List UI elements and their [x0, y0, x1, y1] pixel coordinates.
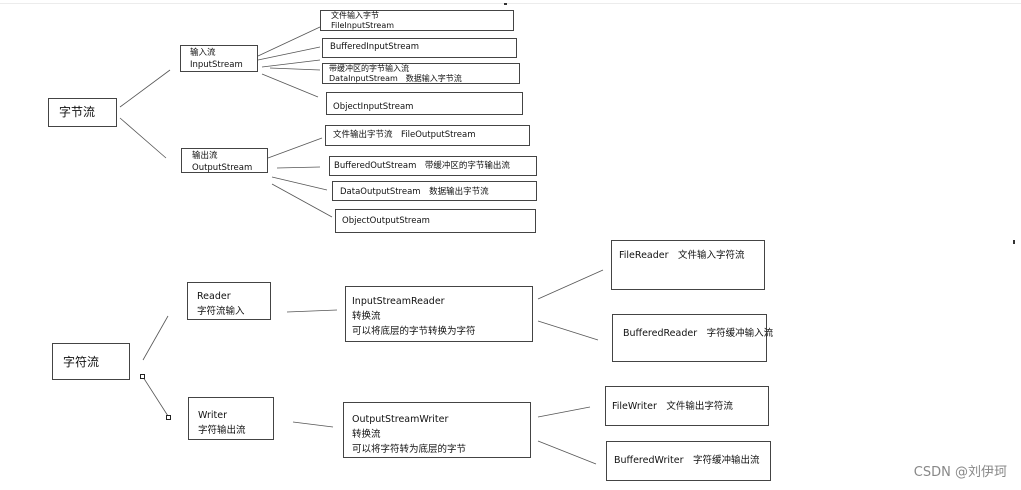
connector-line	[119, 117, 167, 159]
top-divider	[0, 3, 1021, 4]
connector-line	[142, 315, 169, 361]
connector-line	[537, 269, 604, 300]
connector-line	[119, 69, 171, 108]
connector-line	[261, 59, 321, 68]
file-reader-label: FileReader 文件输入字符流	[619, 250, 745, 261]
output-stream-writer-desc: 可以将字符转为底层的字节	[352, 444, 467, 455]
connector-line	[537, 440, 597, 465]
writer-label-cn: 字符输出流	[198, 425, 246, 436]
selection-marker-top	[504, 3, 507, 5]
buffered-input-stream-label: BufferedInputStream	[330, 42, 420, 52]
watermark: CSDN @刘伊珂	[913, 465, 1007, 480]
connector-line	[257, 46, 321, 61]
connector-line	[292, 421, 334, 428]
byte-stream-root-label: 字节流	[59, 105, 96, 119]
input-stream-reader-label: InputStreamReader	[352, 296, 445, 307]
data-output-stream-node: DataOutputStream 数据输出字节流	[332, 181, 537, 201]
buffered-out-stream-label: BufferedOutStream 带缓冲区的字节输出流	[334, 161, 510, 171]
object-output-stream-label: ObjectOutputStream	[342, 216, 430, 226]
char-stream-root-label: 字符流	[63, 355, 100, 369]
buffered-reader-node: BufferedReader 字符缓冲输入流	[612, 314, 774, 362]
connector-line	[267, 137, 323, 159]
buffered-input-stream-node: BufferedInputStream	[322, 38, 517, 58]
output-stream-node: 输出流 OutputStream	[181, 148, 268, 173]
reader-label-en: Reader	[197, 291, 231, 302]
connector-line	[271, 183, 333, 218]
data-input-stream-node: 带缓冲区的字节输入流 DataInputStream 数据输入字节流	[322, 63, 520, 84]
file-output-stream-node: 文件输出字节流 FileOutputStream	[325, 125, 530, 146]
file-input-stream-label-cn: 文件输入字节	[331, 11, 379, 20]
output-stream-writer-node: OutputStreamWriter 转换流 可以将字符转为底层的字节	[343, 402, 531, 458]
buffered-writer-label: BufferedWriter 字符缓冲输出流	[614, 455, 760, 466]
data-input-stream-label-cn: 带缓冲区的字节输入流	[329, 64, 409, 73]
object-input-stream-node: ObjectInputStream	[326, 92, 523, 115]
reader-label-cn: 字符流输入	[197, 306, 245, 317]
input-stream-reader-desc: 可以将底层的字节转换为字符	[352, 326, 476, 337]
char-stream-root: 字符流	[52, 343, 130, 380]
file-output-stream-label: 文件输出字节流 FileOutputStream	[333, 130, 476, 140]
file-input-stream-label-en: FileInputStream	[331, 21, 395, 30]
selection-handle[interactable]	[140, 374, 145, 379]
data-output-stream-label: DataOutputStream 数据输出字节流	[340, 187, 489, 197]
connector-line	[276, 166, 321, 169]
reader-node: Reader 字符流输入	[187, 282, 271, 320]
connector-line	[286, 309, 338, 313]
buffered-out-stream-node: BufferedOutStream 带缓冲区的字节输出流	[329, 156, 537, 176]
output-stream-label-cn: 输出流	[192, 151, 218, 161]
connector-line	[537, 320, 599, 341]
buffered-reader-label: BufferedReader 字符缓冲输入流	[623, 328, 774, 339]
buffered-writer-node: BufferedWriter 字符缓冲输出流	[606, 441, 771, 481]
writer-node: Writer 字符输出流	[188, 397, 274, 440]
file-input-stream-node: 文件输入字节 FileInputStream	[320, 10, 514, 31]
output-stream-label-en: OutputStream	[192, 163, 253, 173]
selection-marker-right	[1013, 240, 1015, 244]
writer-label-en: Writer	[198, 410, 227, 421]
input-stream-node: 输入流 InputStream	[180, 45, 258, 72]
byte-stream-root: 字节流	[48, 98, 117, 127]
file-writer-label: FileWriter 文件输出字符流	[612, 401, 733, 412]
connector-line	[261, 73, 319, 98]
file-reader-node: FileReader 文件输入字符流	[611, 240, 765, 290]
connector-line	[537, 406, 591, 418]
connector-line	[257, 26, 321, 57]
data-input-stream-label-en: DataInputStream 数据输入字节流	[329, 74, 462, 83]
connector-line	[269, 67, 321, 71]
connector-line	[271, 176, 328, 191]
input-stream-reader-node: InputStreamReader 转换流 可以将底层的字节转换为字符	[345, 286, 533, 342]
input-stream-label-en: InputStream	[190, 60, 243, 70]
input-stream-label-cn: 输入流	[190, 48, 216, 58]
output-stream-writer-label: OutputStreamWriter	[352, 414, 449, 425]
object-output-stream-node: ObjectOutputStream	[335, 209, 536, 233]
output-stream-writer-type: 转换流	[352, 429, 381, 440]
connector-line	[142, 376, 169, 417]
object-input-stream-label: ObjectInputStream	[333, 102, 414, 112]
input-stream-reader-type: 转换流	[352, 311, 381, 322]
selection-handle[interactable]	[166, 415, 171, 420]
file-writer-node: FileWriter 文件输出字符流	[605, 386, 769, 426]
